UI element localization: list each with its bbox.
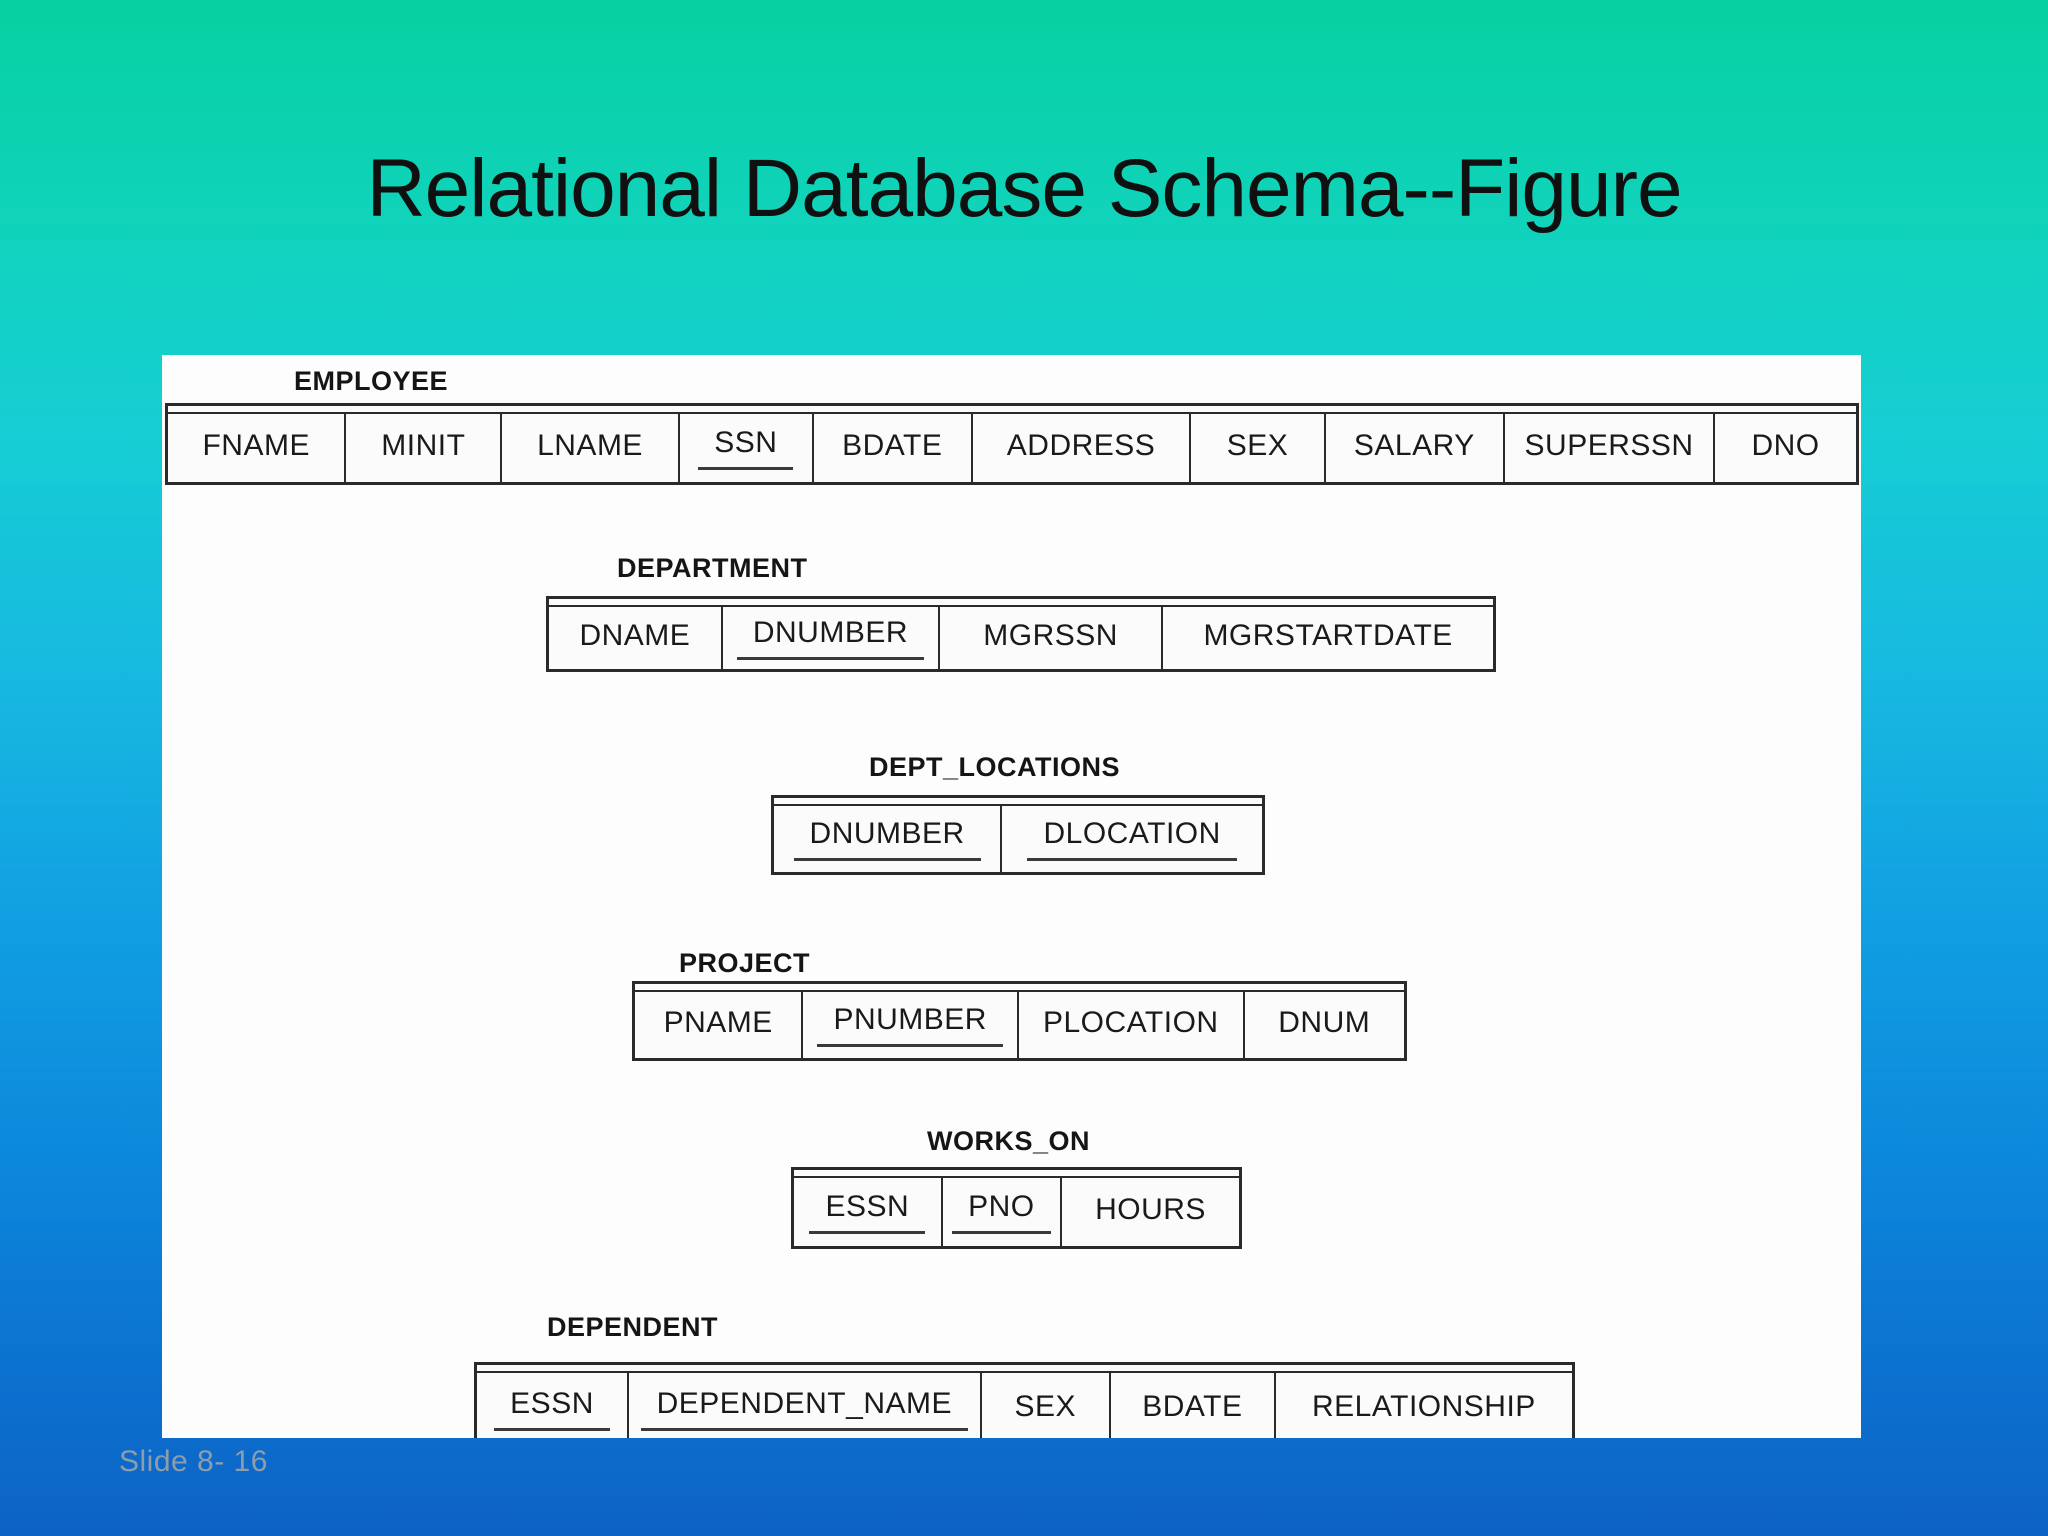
dependent-col-sex-label: SEX	[1014, 1390, 1076, 1423]
department-col-mgrssn: MGRSSN	[940, 605, 1164, 669]
relation-dept-locations-table: DNUMBER DLOCATION	[771, 795, 1265, 875]
employee-col-dno: DNO	[1715, 412, 1857, 482]
dependent-col-bdate-label: BDATE	[1142, 1390, 1243, 1423]
employee-col-salary-label: SALARY	[1353, 429, 1475, 462]
relation-works-on-table: ESSN PNO HOURS	[791, 1167, 1242, 1249]
project-col-plocation-label: PLOCATION	[1042, 1006, 1219, 1039]
slide-footer: Slide 8- 16	[119, 1445, 268, 1478]
relation-department-name: DEPARTMENT	[617, 553, 808, 583]
relation-department-table: DNAME DNUMBER MGRSSN MGRSTARTDATE	[546, 596, 1496, 672]
department-col-dnumber-label: DNUMBER	[736, 616, 924, 660]
dependent-col-essn-label: ESSN	[494, 1387, 610, 1431]
employee-col-sex-label: SEX	[1226, 429, 1289, 462]
department-col-mgrssn-label: MGRSSN	[983, 619, 1118, 652]
employee-col-bdate: BDATE	[813, 412, 973, 482]
slide-title: Relational Database Schema--Figure	[366, 143, 1682, 234]
employee-col-address: ADDRESS	[972, 412, 1192, 482]
dept-locations-col-dnumber-label: DNUMBER	[793, 817, 981, 861]
employee-col-ssn-label: SSN	[698, 426, 794, 470]
employee-col-lname-label: LNAME	[537, 429, 643, 462]
employee-col-lname: LNAME	[502, 412, 680, 482]
relation-project-table: PNAME PNUMBER PLOCATION DNUM	[632, 981, 1407, 1061]
employee-col-sex: SEX	[1191, 412, 1326, 482]
relation-dependent-name: DEPENDENT	[547, 1312, 719, 1342]
relation-dependent-table: ESSN DEPENDENT_NAME SEX BDATE RELATIONSH…	[474, 1362, 1575, 1438]
employee-col-superssn-label: SUPERSSN	[1524, 429, 1694, 462]
department-col-dname: DNAME	[549, 605, 723, 669]
employee-col-minit-label: MINIT	[381, 429, 466, 462]
project-col-pname: PNAME	[635, 990, 804, 1058]
works-on-col-pno-label: PNO	[952, 1190, 1051, 1234]
dependent-col-dependent-name-label: DEPENDENT_NAME	[640, 1387, 968, 1431]
dependent-col-relationship-label: RELATIONSHIP	[1311, 1390, 1536, 1423]
schema-panel: EMPLOYEE FNAME MINIT LNAME SSN BDATE ADD…	[162, 355, 1861, 1438]
dependent-col-dependent-name: DEPENDENT_NAME	[629, 1371, 982, 1438]
department-col-mgrstartdate: MGRSTARTDATE	[1163, 605, 1493, 669]
works-on-col-pno: PNO	[942, 1176, 1063, 1246]
works-on-col-hours: HOURS	[1062, 1176, 1239, 1246]
dependent-col-sex: SEX	[981, 1371, 1111, 1438]
employee-col-superssn: SUPERSSN	[1505, 412, 1716, 482]
employee-col-salary: SALARY	[1325, 412, 1506, 482]
employee-col-address-label: ADDRESS	[1006, 429, 1156, 462]
project-col-pnumber: PNUMBER	[803, 990, 1020, 1058]
relation-dept-locations-name: DEPT_LOCATIONS	[869, 752, 1121, 782]
relation-employee-table: FNAME MINIT LNAME SSN BDATE ADDRESS SEX …	[165, 403, 1859, 485]
dependent-col-relationship: RELATIONSHIP	[1275, 1371, 1572, 1438]
dept-locations-col-dlocation-label: DLOCATION	[1027, 817, 1237, 861]
employee-col-fname-label: FNAME	[202, 429, 310, 462]
department-col-mgrstartdate-label: MGRSTARTDATE	[1203, 619, 1453, 652]
project-col-dnum-label: DNUM	[1278, 1006, 1371, 1039]
project-col-plocation: PLOCATION	[1019, 990, 1245, 1058]
employee-col-bdate-label: BDATE	[842, 429, 943, 462]
department-col-dnumber: DNUMBER	[722, 605, 941, 669]
dept-locations-col-dnumber: DNUMBER	[774, 804, 1003, 872]
employee-col-minit: MINIT	[346, 412, 503, 482]
works-on-col-hours-label: HOURS	[1095, 1193, 1206, 1226]
dependent-col-bdate: BDATE	[1110, 1371, 1276, 1438]
dept-locations-col-dlocation: DLOCATION	[1002, 804, 1262, 872]
relation-employee-name: EMPLOYEE	[294, 366, 449, 396]
relation-project-name: PROJECT	[679, 948, 811, 978]
works-on-col-essn: ESSN	[794, 1176, 943, 1246]
relation-works-on-name: WORKS_ON	[927, 1126, 1091, 1156]
department-col-dname-label: DNAME	[579, 619, 691, 652]
employee-col-fname: FNAME	[168, 412, 347, 482]
works-on-col-essn-label: ESSN	[809, 1190, 926, 1234]
project-col-dnum: DNUM	[1244, 990, 1404, 1058]
dependent-col-essn: ESSN	[477, 1371, 630, 1438]
project-col-pname-label: PNAME	[663, 1006, 773, 1039]
project-col-pnumber-label: PNUMBER	[817, 1003, 1003, 1047]
employee-col-ssn: SSN	[679, 412, 814, 482]
employee-col-dno-label: DNO	[1751, 429, 1820, 462]
